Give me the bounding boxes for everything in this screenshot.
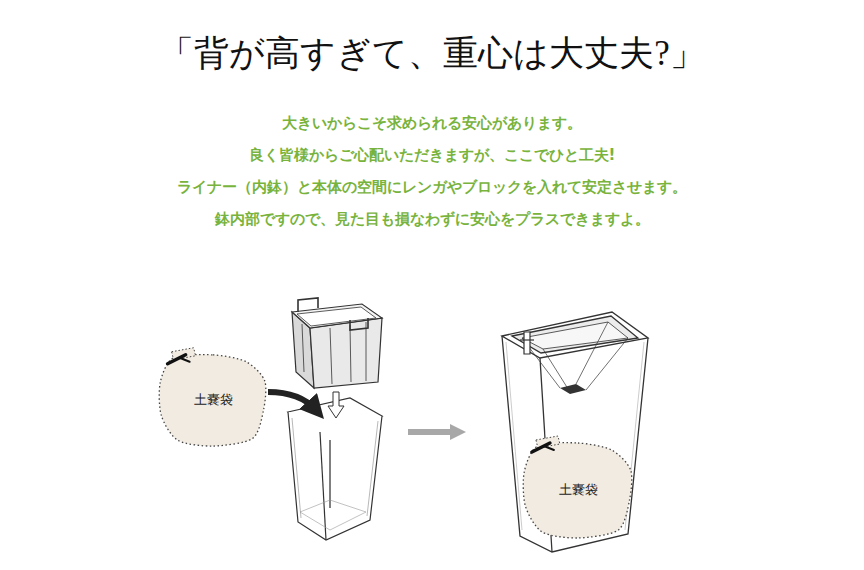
planter-right bbox=[502, 312, 648, 552]
sandbag: 土嚢袋 bbox=[522, 440, 634, 540]
sandbag-label: 土嚢袋 bbox=[194, 391, 233, 409]
planter-left bbox=[288, 398, 382, 540]
note-line: 鉢内部ですので、見た目も損なわずに安心をプラスできますよ。 bbox=[0, 210, 864, 229]
down-arrow bbox=[328, 392, 344, 418]
liner-pot bbox=[292, 298, 382, 388]
note-line: ライナー（内鉢）と本体の空間にレンガやブロックを入れて安定させます。 bbox=[0, 178, 864, 197]
sandbag: 土嚢袋 bbox=[158, 352, 268, 448]
note-line: 良く皆様からご心配いただきますが、ここでひと工夫! bbox=[0, 146, 864, 165]
title: 「背が高すぎて、重心は大丈夫?」 bbox=[0, 30, 864, 77]
note-line: 大きいからこそ求められる安心があります。 bbox=[0, 114, 864, 133]
insert-arrow bbox=[268, 392, 316, 410]
result-arrow bbox=[408, 424, 466, 440]
sandbag-label: 土嚢袋 bbox=[559, 481, 598, 499]
